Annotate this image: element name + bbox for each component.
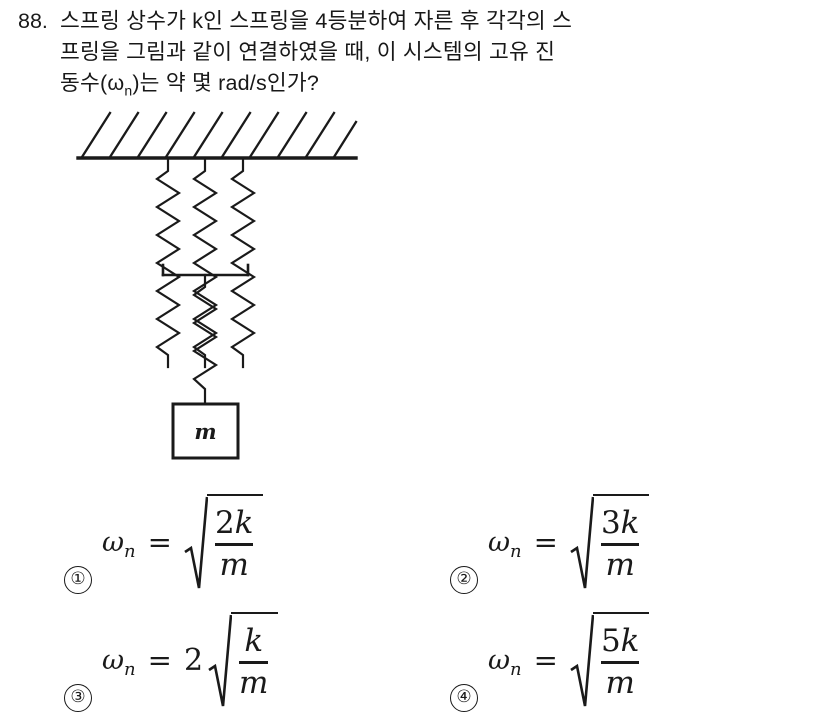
numerator-digit: 3 (600, 505, 621, 542)
option-2-omega: ωn (488, 527, 522, 562)
spring-parallel-3 (229, 158, 257, 369)
question-block: 88. 스프링 상수가 k인 스프링을 4등분하여 자른 후 각각의 스 프링을… (18, 6, 808, 99)
option-3-coefficient: 2 (183, 642, 204, 678)
option-2-numerator: 3k (601, 505, 640, 541)
omega-sub: n (124, 540, 136, 562)
answer-option-3[interactable]: ③ ωn = 2 k m (58, 600, 438, 718)
option-4-marker: ④ (450, 684, 478, 712)
question-line-1: 스프링 상수가 k인 스프링을 4등분하여 자른 후 각각의 스 (60, 9, 573, 33)
option-3-equals: = (147, 643, 172, 677)
question-line-3-suffix: )는 약 몇 rad/s인가? (132, 71, 320, 95)
answer-option-2[interactable]: ② ωn = 3k m (444, 482, 824, 600)
fraction-bar (214, 543, 254, 546)
numerator-variable: k (620, 623, 640, 660)
option-2-sqrt: 3k m (570, 494, 650, 590)
numerator-digit: 2 (214, 505, 235, 542)
omega-glyph: ω (488, 526, 511, 558)
option-4-formula: ωn = 5k m (488, 606, 650, 714)
option-1-equals: = (147, 525, 172, 559)
omega-sub: n (124, 658, 136, 680)
option-3-formula: ωn = 2 k m (102, 606, 279, 714)
option-4-omega: ωn (488, 645, 522, 680)
option-3-marker: ③ (64, 684, 92, 712)
numerator-variable: k (234, 505, 254, 542)
option-2-formula: ωn = 3k m (488, 488, 650, 596)
omega-subscript-n: n (124, 82, 133, 99)
option-2-denominator: m (605, 546, 635, 583)
radical-sign-icon (570, 494, 594, 590)
option-1-numerator: 2k (215, 505, 254, 541)
numerator-variable: k (620, 505, 640, 542)
spring-mass-system-diagram: m (0, 105, 420, 475)
question-line-2: 프링을 그림과 같이 연결하였을 때, 이 시스템의 고유 진 (60, 40, 556, 64)
numerator-digit: 5 (600, 623, 621, 660)
omega-sub: n (510, 658, 522, 680)
question-line-3-prefix: 동수(ω (60, 71, 125, 95)
radical-sign-icon (208, 612, 233, 708)
radical-sign-icon (184, 494, 208, 590)
spring-parallel-2 (191, 158, 219, 369)
omega-sub: n (510, 540, 522, 562)
spring-series (191, 273, 219, 406)
option-1-sqrt: 2k m (184, 494, 264, 590)
mass-label: m (194, 419, 216, 444)
mass-block (171, 402, 240, 460)
option-4-sqrt: 5k m (570, 612, 650, 708)
option-3-denominator: m (239, 664, 269, 701)
omega-glyph: ω (488, 644, 511, 676)
option-2-marker: ② (450, 566, 478, 594)
option-1-omega: ωn (102, 527, 136, 562)
option-1-formula: ωn = 2k m (102, 488, 264, 596)
omega-glyph: ω (102, 526, 125, 558)
question-line-3: 동수(ωn)는 약 몇 rad/s인가? (60, 68, 808, 99)
option-2-radicand: 3k m (592, 494, 650, 590)
question-number: 88. (18, 9, 48, 33)
fraction-bar (239, 661, 269, 664)
fraction-bar (600, 661, 640, 664)
option-3-radicand: k m (231, 612, 279, 708)
answer-option-4[interactable]: ④ ωn = 5k m (444, 600, 824, 718)
fraction-bar (600, 543, 640, 546)
option-1-denominator: m (219, 546, 249, 583)
figure-svg: m (76, 111, 358, 460)
option-3-omega: ωn (102, 645, 136, 680)
numerator-variable: k (244, 623, 264, 660)
hatch-lines (80, 111, 358, 159)
option-4-radicand: 5k m (592, 612, 650, 708)
option-4-equals: = (533, 643, 558, 677)
option-1-radicand: 2k m (206, 494, 264, 590)
omega-glyph: ω (102, 644, 125, 676)
option-3-numerator: k (244, 623, 263, 659)
spring-parallel-1 (154, 158, 182, 369)
option-2-equals: = (533, 525, 558, 559)
option-4-denominator: m (605, 664, 635, 701)
answer-option-1[interactable]: ① ωn = 2k m (58, 482, 438, 600)
option-3-sqrt: k m (208, 612, 279, 708)
radical-sign-icon (570, 612, 594, 708)
option-4-numerator: 5k (601, 623, 640, 659)
option-1-marker: ① (64, 566, 92, 594)
